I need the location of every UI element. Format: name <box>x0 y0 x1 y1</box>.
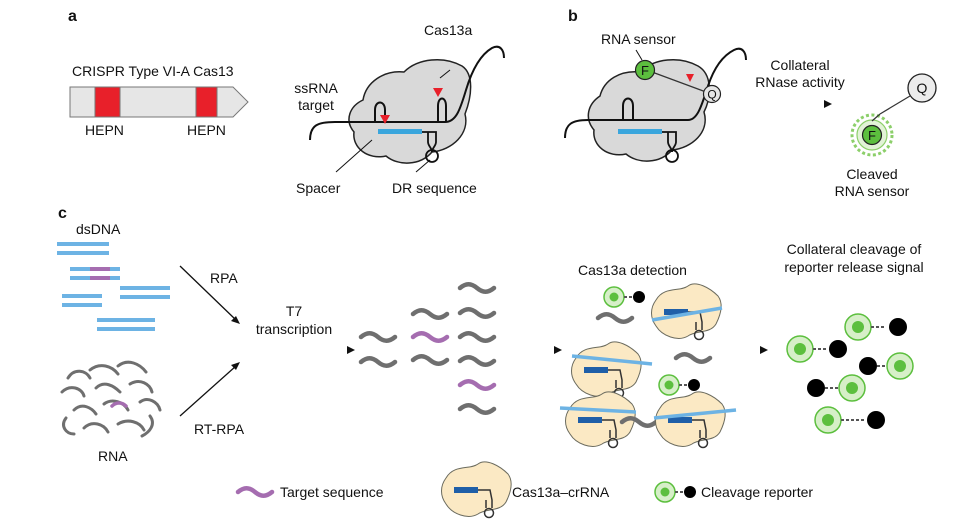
cleaved-fluorophore-label: F <box>868 128 876 143</box>
quencher-label: Q <box>707 88 716 102</box>
rna-sensor-label: RNA sensor <box>601 31 676 47</box>
panel-a <box>69 45 505 173</box>
panel-c <box>57 242 914 449</box>
release-label-line1: Collateral cleavage of <box>786 241 922 257</box>
cas13-gene-diagram <box>69 86 249 118</box>
legend-reporter-label: Cleavage reporter <box>701 484 814 500</box>
hepn-domain-left <box>94 86 121 118</box>
amplification-arrows <box>179 265 240 417</box>
cas13a-detection-scene <box>559 283 737 449</box>
arrow-c3 <box>760 346 768 354</box>
panel-b: F Q Q F <box>564 47 937 163</box>
transcribed-rna <box>361 284 494 413</box>
panel-a-label: a <box>68 8 77 25</box>
legend <box>235 461 697 519</box>
rna-tangle <box>60 360 162 438</box>
legend-complex-symbol <box>440 461 512 519</box>
dsdna-fragments <box>57 242 170 331</box>
hepn-label-right: HEPN <box>187 122 226 138</box>
fluorophore-label: F <box>641 63 649 78</box>
arrow-b <box>824 100 832 108</box>
spacer-label: Spacer <box>296 180 341 196</box>
legend-reporter-symbol <box>654 481 697 503</box>
gene-title: CRISPR Type VI-A Cas13 <box>72 63 234 79</box>
dr-sequence-label: DR sequence <box>392 180 477 196</box>
hepn-domain-right <box>195 86 218 118</box>
rt-rpa-label: RT-RPA <box>194 421 245 437</box>
collateral-label-line1: Collateral <box>770 57 830 73</box>
cas13a-protein-blob <box>348 59 472 164</box>
cleaved-fluorophore: F <box>850 113 894 157</box>
legend-target-symbol <box>235 486 275 498</box>
arrow-c1 <box>347 346 355 354</box>
cleaved-quencher: Q <box>879 73 937 115</box>
collateral-label-line2: RNase activity <box>755 74 845 90</box>
legend-target-label: Target sequence <box>280 484 384 500</box>
quencher-q <box>702 84 722 104</box>
ssrna-target-strand <box>309 45 505 141</box>
cleaved-quencher-label: Q <box>917 80 928 96</box>
cas13a-detection-label: Cas13a detection <box>578 262 687 278</box>
fluorophore-f <box>634 59 656 81</box>
rna-target-segment <box>110 401 128 408</box>
t7-label-line1: T7 <box>285 303 303 319</box>
hepn-label-left: HEPN <box>85 122 124 138</box>
ssrna-target-label-line2: target <box>298 97 334 113</box>
rna-sensor: F Q <box>634 49 722 104</box>
t7-label-line2: transcription <box>255 321 333 337</box>
panel-c-label: c <box>58 205 67 222</box>
legend-complex-label: Cas13a–crRNA <box>512 484 610 500</box>
cleavage-site-right <box>433 88 443 97</box>
rna-label: RNA <box>98 448 128 464</box>
rpa-label: RPA <box>210 270 238 286</box>
released-reporters <box>786 313 914 434</box>
panel-b-label: b <box>568 8 578 25</box>
spacer-crrna <box>378 129 422 134</box>
dsdna-label: dsDNA <box>76 221 121 237</box>
cas13a-target-complex <box>309 45 505 173</box>
cleaved-sensor-label-line1: Cleaved <box>846 166 898 182</box>
release-label-line2: reporter release signal <box>784 259 924 275</box>
cas13a-label: Cas13a <box>424 22 473 38</box>
arrow-c2 <box>554 346 562 354</box>
cleaved-sensor-label-line2: RNA sensor <box>834 183 910 199</box>
cleavage-site-left <box>380 115 390 124</box>
ssrna-target-label-line1: ssRNA <box>294 80 338 96</box>
